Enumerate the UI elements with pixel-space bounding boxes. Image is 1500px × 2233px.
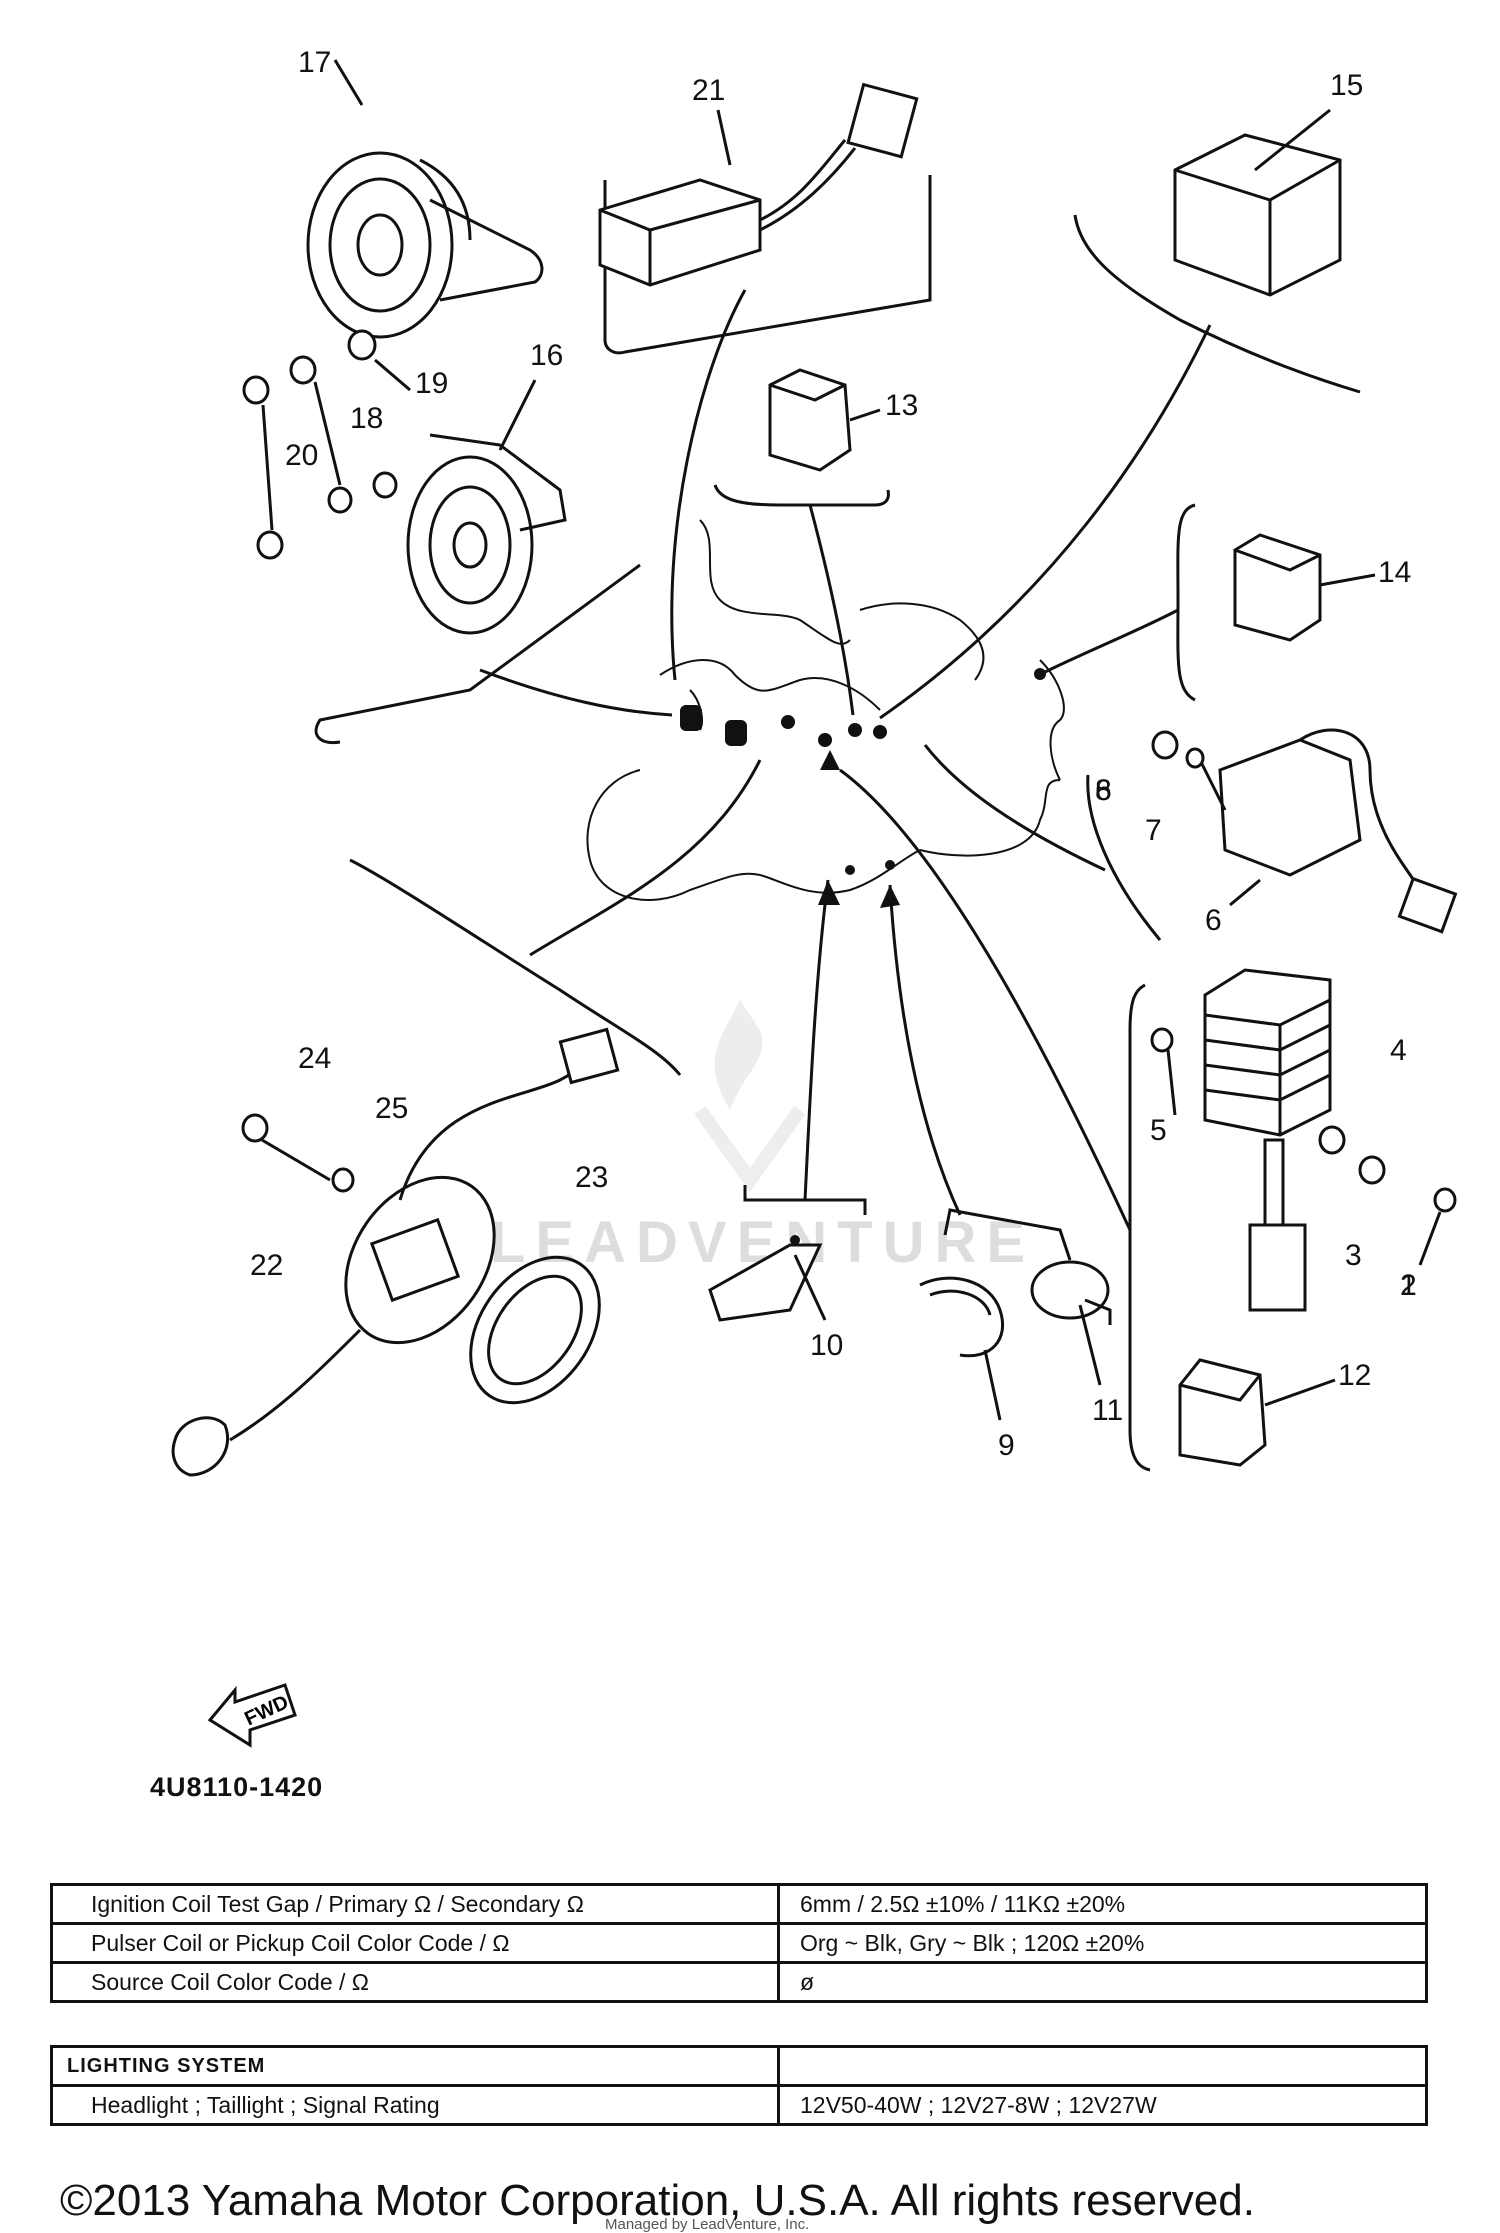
pickup-coil-assembly [171, 1027, 620, 1477]
copyright-notice: ©2013 Yamaha Motor Corporation, U.S.A. A… [60, 2176, 1255, 2225]
table-row: Headlight ; Taillight ; Signal Rating 12… [50, 2084, 1428, 2126]
callout-14: 14 [1378, 556, 1411, 589]
spec-label: Ignition Coil Test Gap / Primary Ω / Sec… [50, 1883, 780, 1925]
ignition-coil-6 [1151, 728, 1458, 934]
mount-point [873, 725, 887, 739]
callout-9: 9 [998, 1429, 1015, 1462]
electrical-parts-diagram: LEADVENTURE [171, 46, 1458, 1748]
horn-bracket-mount [680, 705, 702, 731]
callout-6b: 6 [1205, 904, 1222, 937]
callout-1: 1 [1400, 1269, 1417, 1302]
table-row: Source Coil Color Code / Ω ø [50, 1961, 1428, 2003]
fwd-arrow: FWD [207, 1683, 297, 1748]
callout-7: 7 [1145, 814, 1162, 847]
group-brackets [314, 175, 1361, 1472]
relay-15 [1173, 108, 1342, 297]
spec-value: ø [777, 1961, 1428, 2003]
callout-18: 18 [350, 402, 383, 435]
spec-value: Org ~ Blk, Gry ~ Blk ; 120Ω ±20% [777, 1922, 1428, 1964]
horn-hardware [242, 329, 411, 560]
callout-4: 4 [1390, 1034, 1407, 1067]
table-row: Pulser Coil or Pickup Coil Color Code / … [50, 1922, 1428, 1964]
callout-10: 10 [810, 1329, 843, 1362]
mount-point [781, 715, 795, 729]
table-row: Ignition Coil Test Gap / Primary Ω / Sec… [50, 1883, 1428, 1925]
callout-2: 2 [1400, 1269, 1417, 1302]
horn-16 [406, 379, 567, 635]
spec-value: 6mm / 2.5Ω ±10% / 11KΩ ±20% [777, 1883, 1428, 1925]
mount-point [848, 723, 862, 737]
spec-label: Source Coil Color Code / Ω [50, 1961, 780, 2003]
header-blank [777, 2045, 1428, 2087]
callout-8: 8 [1095, 774, 1112, 807]
relay-13 [768, 368, 881, 472]
mount-point [845, 865, 855, 875]
callout-13: 13 [885, 389, 918, 422]
spec-label: Pulser Coil or Pickup Coil Color Code / … [50, 1922, 780, 1964]
callout-labels: 1 2 3 4 5 6 6 7 8 9 10 11 12 13 14 15 16… [250, 46, 1417, 1462]
mount-point [885, 860, 895, 870]
mount-point [818, 733, 832, 747]
spec-value: 12V50-40W ; 12V27-8W ; 12V27W [777, 2084, 1428, 2126]
spec-label: Headlight ; Taillight ; Signal Rating [50, 2084, 780, 2126]
flasher-relay-21 [598, 82, 919, 287]
lighting-spec-table: LIGHTING SYSTEM Headlight ; Taillight ; … [50, 2045, 1428, 2126]
callout-20: 20 [285, 439, 318, 472]
callout-6a: 6 [1095, 774, 1112, 807]
watermark-logo [694, 1000, 806, 1193]
horn-17 [306, 59, 544, 339]
callout-12: 12 [1338, 1359, 1371, 1392]
frame-outline [586, 519, 1065, 901]
relay-14 [1233, 533, 1376, 642]
callout-15: 15 [1330, 69, 1363, 102]
callout-23: 23 [575, 1161, 608, 1194]
relay-12 [1178, 1358, 1336, 1467]
callout-21: 21 [692, 74, 725, 107]
diagram-part-code: 4U8110-1420 [150, 1772, 324, 1802]
callout-5: 5 [1150, 1114, 1167, 1147]
horn-bracket-mount [725, 720, 747, 746]
callout-22: 22 [250, 1249, 283, 1282]
callout-19: 19 [415, 367, 448, 400]
callout-11: 11 [1092, 1394, 1123, 1427]
clamps [708, 1235, 1112, 1421]
rectifier-regulator [1150, 968, 1457, 1312]
callout-17: 17 [298, 46, 331, 79]
callout-3: 3 [1345, 1239, 1362, 1272]
mount-point [1034, 668, 1046, 680]
callout-16: 16 [530, 339, 563, 372]
table-header-row: LIGHTING SYSTEM [50, 2045, 1428, 2087]
ignition-spec-table: Ignition Coil Test Gap / Primary Ω / Sec… [50, 1883, 1428, 2003]
lighting-system-header: LIGHTING SYSTEM [50, 2045, 780, 2087]
callout-25: 25 [375, 1092, 408, 1125]
callout-24: 24 [298, 1042, 331, 1075]
